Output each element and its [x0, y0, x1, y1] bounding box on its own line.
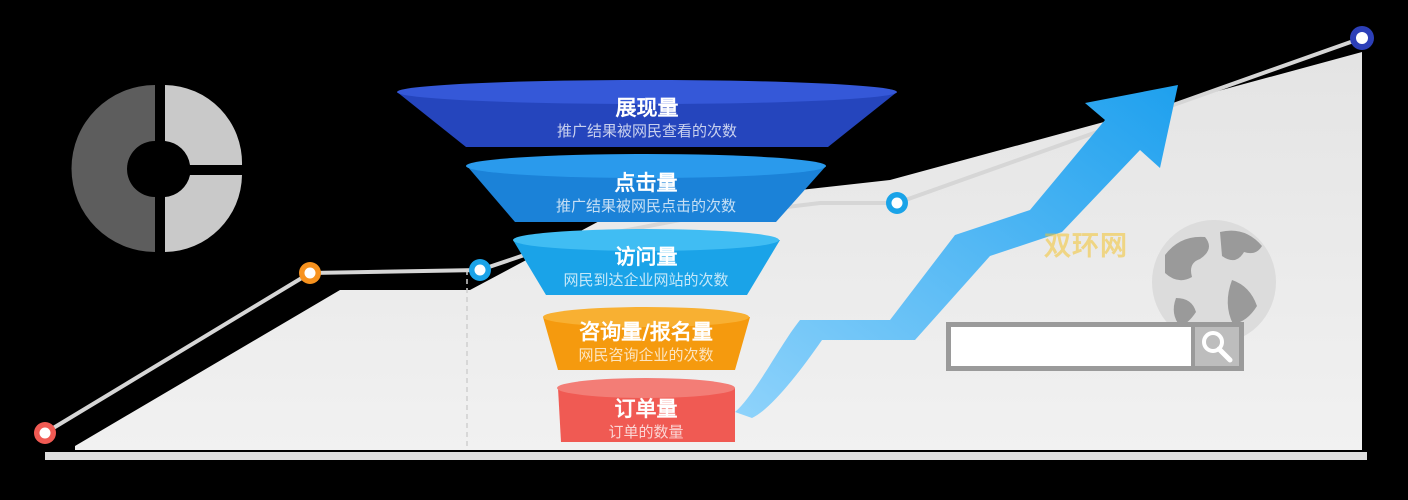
donut-chart-icon: [71, 85, 243, 252]
point-orange: [299, 262, 321, 284]
point-navy: [1350, 26, 1374, 50]
magnifier-icon[interactable]: [1202, 331, 1233, 363]
growth-arrow-icon: [735, 85, 1178, 418]
point-blue-2: [886, 192, 908, 214]
funnel-stage-5: [557, 378, 735, 442]
funnel-stage-3: [513, 229, 780, 295]
point-red: [34, 422, 56, 444]
funnel-stage-2: [466, 154, 826, 222]
funnel-stage-1: [397, 80, 897, 147]
baseline-axis: [45, 452, 1367, 460]
point-blue-1: [469, 259, 491, 281]
watermark: 双环网: [1044, 231, 1128, 262]
globe-icon: [1152, 220, 1276, 344]
funnel-stage-4: [543, 307, 750, 370]
search-input[interactable]: [951, 327, 1191, 366]
